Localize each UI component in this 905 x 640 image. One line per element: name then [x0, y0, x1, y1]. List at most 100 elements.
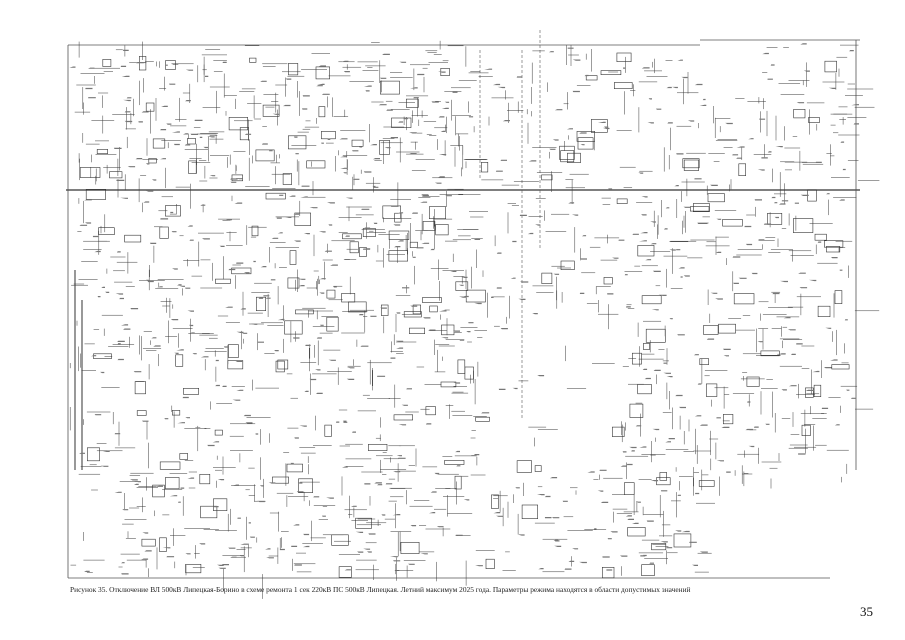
substation-block	[294, 212, 311, 226]
substation-block	[425, 406, 436, 416]
substation-block	[331, 534, 349, 546]
substation-block	[590, 119, 608, 133]
substation-block	[282, 173, 293, 185]
substation-block	[521, 504, 538, 519]
schematic-label-marks	[69, 43, 859, 575]
substation-block	[464, 366, 474, 380]
substation-block	[321, 131, 336, 140]
substation-block	[277, 359, 289, 370]
substation-block	[641, 295, 662, 305]
substation-block	[165, 205, 181, 217]
substation-block	[351, 139, 364, 147]
substation-block	[817, 305, 831, 318]
substation-block	[159, 537, 167, 552]
substation-block	[159, 226, 169, 239]
substation-block	[600, 70, 622, 75]
substation-block	[807, 189, 817, 202]
substation-block	[306, 160, 326, 169]
substation-block	[326, 289, 336, 299]
substation-block	[109, 171, 123, 179]
substation-block	[616, 198, 628, 204]
substation-block	[793, 109, 806, 119]
substation-block	[409, 241, 418, 248]
substation-block	[738, 163, 746, 177]
substation-block	[746, 376, 760, 387]
substation-block	[315, 66, 330, 80]
substation-block	[559, 145, 575, 160]
substation-block	[722, 219, 743, 227]
substation-block	[355, 517, 372, 529]
substation-block	[255, 149, 275, 162]
substation-block	[465, 289, 486, 303]
substation-block	[175, 354, 184, 367]
substation-block	[159, 461, 181, 470]
substation-block	[262, 104, 280, 117]
substation-block	[289, 250, 297, 265]
substation-block	[251, 225, 259, 237]
substation-block	[485, 558, 495, 570]
substation-block	[199, 473, 211, 485]
substation-block	[689, 206, 710, 212]
substation-block	[136, 410, 147, 416]
substation-block	[601, 566, 615, 579]
substation-block	[733, 293, 755, 305]
substation-block	[227, 360, 244, 370]
substation-block	[814, 233, 827, 241]
substation-block	[560, 260, 575, 270]
substation-block	[673, 533, 692, 548]
substation-block	[429, 305, 438, 313]
substation-block	[287, 135, 307, 150]
substation-block	[187, 138, 196, 145]
substation-block	[368, 443, 388, 451]
substation-block	[148, 158, 157, 164]
substation-block	[637, 384, 652, 395]
substation-block	[645, 328, 666, 343]
substation-block	[231, 267, 252, 275]
substation-block	[683, 159, 700, 171]
substation-block	[152, 484, 165, 498]
substation-block	[651, 543, 667, 551]
schematic-wires	[69, 40, 880, 599]
substation-block	[641, 564, 655, 577]
substation-block	[682, 158, 700, 169]
substation-block	[393, 414, 414, 421]
substation-block	[627, 527, 646, 537]
substation-block	[422, 221, 436, 231]
substation-block	[831, 364, 850, 370]
substation-block	[342, 233, 362, 240]
substation-block	[326, 316, 339, 332]
substation-block	[718, 323, 736, 334]
substation-block	[428, 206, 446, 219]
substation-block	[491, 494, 499, 509]
substation-block	[808, 117, 820, 123]
substation-block	[102, 59, 112, 67]
substation-block	[409, 327, 425, 335]
substation-block	[813, 384, 822, 398]
substation-block	[141, 538, 156, 547]
substation-block	[698, 480, 715, 487]
substation-block	[629, 403, 644, 418]
substation-block	[249, 57, 257, 63]
substation-block	[481, 162, 489, 173]
substation-block	[603, 277, 613, 285]
substation-block	[359, 247, 367, 257]
substation-block	[286, 463, 303, 473]
substation-block	[183, 387, 199, 395]
substation-block	[380, 304, 389, 316]
substation-block	[444, 459, 465, 465]
substation-block	[79, 167, 101, 178]
substation-block	[215, 278, 231, 284]
substation-block	[185, 563, 202, 574]
substation-block	[631, 352, 642, 365]
substation-block	[98, 227, 115, 235]
substation-block	[616, 52, 632, 62]
substation-block	[179, 453, 189, 460]
substation-block	[422, 297, 442, 303]
substation-block	[349, 241, 359, 254]
page-number: 35	[860, 604, 873, 619]
substation-block	[760, 350, 780, 357]
substation-block	[699, 358, 709, 366]
substation-block	[767, 213, 783, 225]
substation-block	[805, 387, 814, 398]
